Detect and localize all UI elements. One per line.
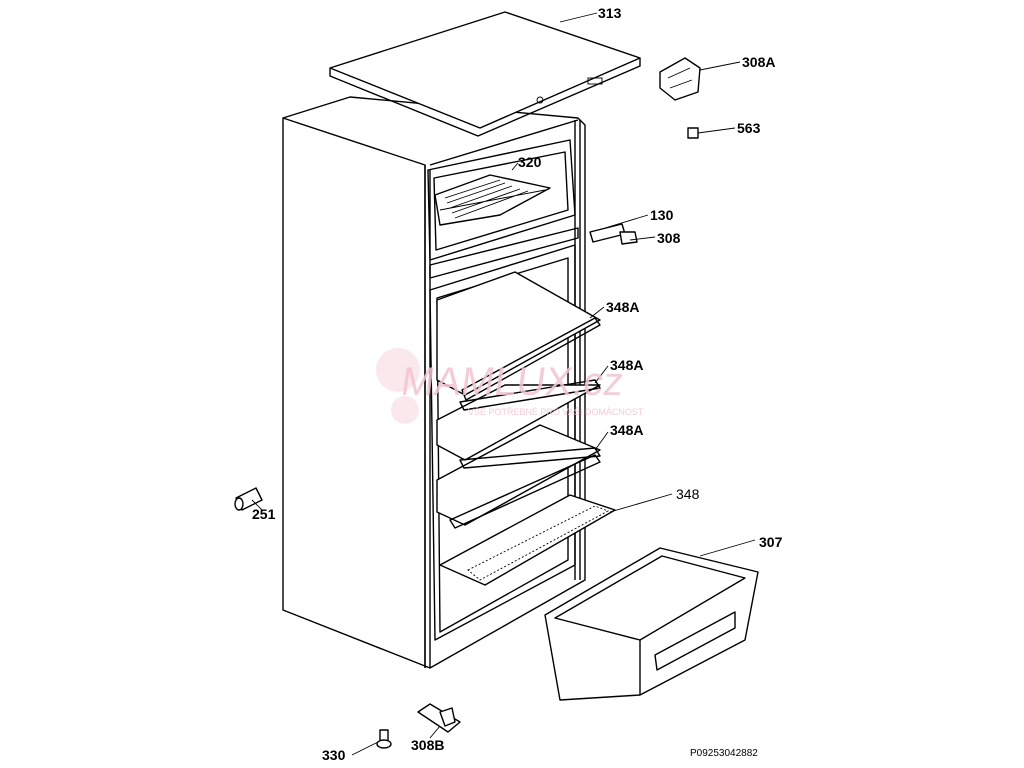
watermark: MAMLUX.cz VŠE POTŘEBNÉ PRO VAŠI DOMÁCNOS…	[376, 348, 644, 424]
cabinet	[282, 96, 586, 669]
shelf-1	[436, 271, 601, 401]
label-348a-2: 348A	[610, 357, 643, 373]
shelf-3	[436, 424, 601, 529]
watermark-slogan: VŠE POTŘEBNÉ PRO VAŠI DOMÁCNOST	[468, 407, 644, 417]
screw	[687, 127, 699, 139]
hinge-bottom	[417, 703, 461, 733]
label-307: 307	[759, 534, 783, 550]
crisper-drawer	[544, 547, 759, 701]
foot-screw	[376, 729, 392, 749]
shelf-glass	[439, 494, 616, 586]
handle-plug	[234, 487, 263, 511]
drawing-code: P09253042882	[690, 748, 758, 759]
leader-lines	[251, 12, 756, 756]
label-308a: 308A	[742, 54, 775, 70]
label-313: 313	[598, 5, 622, 21]
label-563: 563	[737, 120, 761, 136]
freezer-grid	[434, 174, 551, 226]
label-348a-3: 348A	[610, 422, 643, 438]
label-308: 308	[657, 230, 681, 246]
hinge-top	[659, 57, 701, 101]
label-308b: 308B	[411, 737, 444, 753]
shelf-2	[436, 379, 601, 461]
label-251: 251	[252, 506, 276, 522]
label-330: 330	[322, 747, 346, 763]
watermark-brand: MAMLUX.cz	[398, 359, 626, 404]
label-130: 130	[650, 207, 674, 223]
hinge-mid	[589, 223, 638, 245]
label-348a-1: 348A	[606, 299, 639, 315]
label-320: 320	[518, 154, 542, 170]
top-cover	[329, 11, 641, 137]
label-348: 348	[676, 486, 700, 502]
